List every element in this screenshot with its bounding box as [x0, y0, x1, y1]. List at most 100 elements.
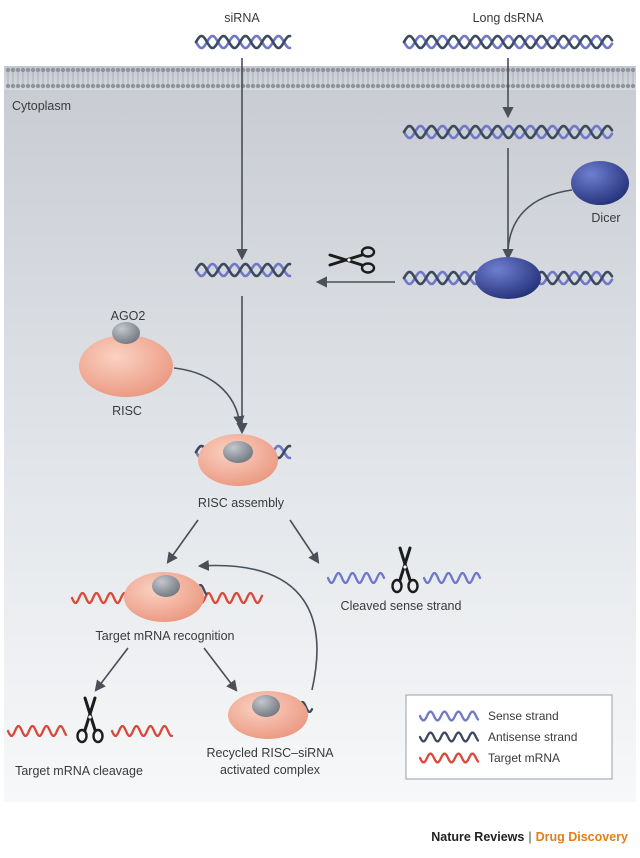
membrane-lipid-head: [345, 67, 351, 73]
risc-label: RISC: [112, 404, 142, 418]
membrane-lipid-head: [480, 67, 486, 73]
membrane-lipid-head: [380, 67, 386, 73]
membrane-lipid-head: [25, 67, 31, 73]
membrane-lipid-head: [550, 83, 556, 89]
membrane-lipid-head: [405, 67, 411, 73]
membrane-lipid-head: [95, 83, 101, 89]
membrane-lipid-head: [215, 83, 221, 89]
membrane-lipid-head: [130, 83, 136, 89]
membrane-lipid-head: [110, 83, 116, 89]
membrane-lipid-head: [510, 67, 516, 73]
membrane-lipid-head: [115, 83, 121, 89]
membrane-lipid-head: [325, 83, 331, 89]
sirna-duplex-extracellular-strand-2: [194, 34, 292, 50]
membrane-lipid-head: [580, 67, 586, 73]
membrane-lipid-head: [190, 83, 196, 89]
membrane-lipid-head: [185, 67, 191, 73]
membrane-lipid-head: [420, 83, 426, 89]
membrane-lipid-head: [450, 67, 456, 73]
membrane-lipid-head: [605, 67, 611, 73]
membrane-lipid-head: [275, 67, 281, 73]
long-dsrna-extracellular-strand-1: [402, 34, 614, 50]
scissors-icon-target: [76, 696, 104, 744]
ago2-in-assembly: [223, 441, 253, 463]
membrane-lipid-head: [150, 67, 156, 73]
membrane-lipid-head: [500, 67, 506, 73]
membrane-lipid-head: [625, 83, 631, 89]
membrane-lipid-head: [205, 83, 211, 89]
membrane-lipid-head: [90, 67, 96, 73]
membrane-lipid-head: [320, 67, 326, 73]
membrane-lipid-head: [105, 67, 111, 73]
membrane-lipid-head: [615, 83, 621, 89]
membrane-lipid-head: [90, 83, 96, 89]
membrane-lipid-head: [520, 67, 526, 73]
membrane-lipid-head: [530, 83, 536, 89]
membrane-lipid-head: [415, 67, 421, 73]
pathway-arrows: [94, 58, 573, 692]
membrane-lipid-head: [120, 67, 126, 73]
membrane-lipid-head: [15, 83, 21, 89]
membrane-lipid-head: [420, 67, 426, 73]
membrane-lipid-head: [80, 83, 86, 89]
membrane-lipid-head: [175, 67, 181, 73]
membrane-lipid-head: [335, 67, 341, 73]
legend-item: Sense strand: [418, 709, 559, 723]
risc-complex: [79, 335, 173, 397]
membrane-lipid-head: [475, 67, 481, 73]
membrane-lipid-head: [590, 67, 596, 73]
target-recognition-label: Target mRNA recognition: [96, 629, 235, 643]
membrane-lipid-head: [390, 67, 396, 73]
membrane-lipid-head: [485, 67, 491, 73]
membrane-lipid-head: [540, 67, 546, 73]
membrane-lipid-head: [140, 83, 146, 89]
scissor-handle-2: [92, 728, 104, 744]
membrane-lipid-head: [540, 83, 546, 89]
membrane-lipid-head: [355, 67, 361, 73]
arrow-to-cleaved-sense: [289, 519, 320, 564]
membrane-lipid-head: [65, 67, 71, 73]
membrane-lipid-head: [575, 83, 581, 89]
arrow-to-target-cleavage: [94, 647, 129, 692]
membrane-lipid-head: [425, 83, 431, 89]
ago2-label: AGO2: [111, 309, 146, 323]
long-dsrna-cytoplasm-strand-2: [402, 124, 614, 140]
membrane-lipid-head: [350, 83, 356, 89]
membrane-lipid-head: [405, 83, 411, 89]
recycled-label-2: activated complex: [220, 763, 321, 777]
membrane-lipid-head: [560, 83, 566, 89]
membrane-lipid-head: [465, 83, 471, 89]
membrane-lipid-head: [625, 67, 631, 73]
membrane-lipid-head: [545, 67, 551, 73]
cleaved-sense-label: Cleaved sense strand: [341, 599, 462, 613]
membrane-lipid-head: [460, 83, 466, 89]
membrane-lipid-head: [620, 67, 626, 73]
journal-credit: Nature Reviews|Drug Discovery: [431, 830, 628, 844]
membrane-lipid-head: [150, 83, 156, 89]
membrane-lipid-head: [200, 83, 206, 89]
target-cleavage-label: Target mRNA cleavage: [15, 764, 143, 778]
membrane-lipid-head: [315, 67, 321, 73]
membrane-lipid-head: [55, 83, 61, 89]
scissor-pivot: [403, 565, 407, 569]
membrane-lipid-head: [340, 83, 346, 89]
membrane-lipid-head: [145, 83, 151, 89]
membrane-lipid-head: [440, 83, 446, 89]
membrane-lipid-head: [185, 83, 191, 89]
membrane-lipid-head: [160, 67, 166, 73]
legend-item: Antisense strand: [418, 730, 577, 744]
membrane-lipid-head: [435, 67, 441, 73]
membrane-lipid-head: [465, 67, 471, 73]
membrane-lipid-head: [245, 67, 251, 73]
membrane-lipid-head: [285, 67, 291, 73]
legend-item: Target mRNA: [418, 751, 560, 765]
membrane-lipid-head: [10, 67, 16, 73]
membrane-lipid-head: [180, 67, 186, 73]
journal-name: Nature Reviews: [431, 830, 525, 844]
membrane-lipid-head: [565, 83, 571, 89]
scissors-icon: [328, 246, 376, 274]
membrane-lipid-head: [145, 67, 151, 73]
membrane-lipid-head: [445, 67, 451, 73]
membrane-lipid-head: [285, 83, 291, 89]
cleaved-sense-fragment-2: [422, 571, 482, 585]
